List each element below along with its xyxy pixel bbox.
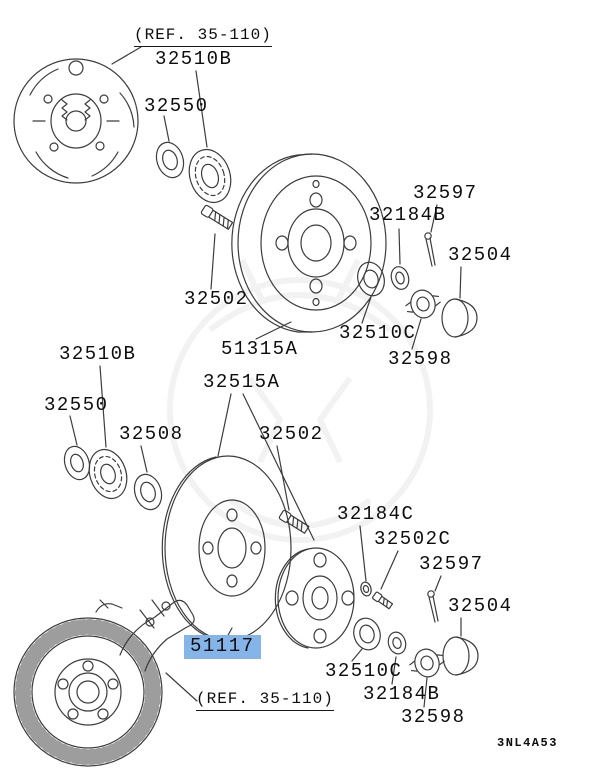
bolt-32502-rear [200, 204, 234, 230]
washer-32184c-front [360, 581, 372, 597]
ref-note-rear[interactable]: (REF. 35-110) [134, 27, 272, 47]
part-label-32515a[interactable]: 32515A [203, 371, 281, 393]
part-label-32508[interactable]: 32508 [119, 423, 184, 445]
part-label-32184c[interactable]: 32184C [337, 503, 415, 525]
backing-plate-drawing [13, 58, 139, 184]
seal-32508-front [133, 473, 163, 511]
brake-drum-51315a [231, 153, 387, 333]
part-label-32598-front[interactable]: 32598 [401, 706, 466, 728]
part-label-32502-front[interactable]: 32502 [259, 423, 324, 445]
leader-lines [69, 46, 462, 708]
part-label-32550-front[interactable]: 32550 [44, 394, 109, 416]
part-label-32510c-rear[interactable]: 32510C [339, 322, 417, 344]
front-knuckle-disc-drawing [13, 599, 195, 767]
part-label-32550-rear[interactable]: 32550 [144, 95, 209, 117]
part-label-32510b-rear[interactable]: 32510B [155, 48, 233, 70]
washer-32184b-front [387, 631, 407, 655]
seal-32550-front [63, 445, 91, 481]
diagram-code: 3NL4A53 [497, 736, 558, 750]
part-label-32597-front[interactable]: 32597 [419, 553, 484, 575]
bearing-32510b-front [88, 448, 128, 500]
washer-32184b-rear [390, 266, 410, 290]
part-label-32504-rear[interactable]: 32504 [448, 244, 513, 266]
part-label-32502c[interactable]: 32502C [374, 528, 452, 550]
cotter-pin-32597-front [427, 590, 439, 623]
part-label-32510c-front[interactable]: 32510C [325, 660, 403, 682]
bolt-32502c-front [372, 591, 394, 610]
brake-rotor-51117 [161, 455, 292, 641]
cotter-pin-32597-rear [424, 232, 436, 267]
castle-nut-32598-rear [405, 289, 441, 319]
bolt-32502-front [278, 509, 310, 534]
grease-cap-32504-front [442, 636, 479, 676]
castle-nut-32598-front [409, 648, 445, 678]
grease-cap-32504-rear [441, 298, 478, 338]
part-label-51117[interactable]: 51117 [184, 635, 261, 659]
part-label-32598-rear[interactable]: 32598 [388, 348, 453, 370]
ref-note-front[interactable]: (REF. 35-110) [196, 691, 334, 711]
bearing-32510c-rear [357, 261, 385, 297]
seal-32550-rear [155, 141, 185, 179]
part-label-51315a[interactable]: 51315A [221, 338, 299, 360]
bearing-32510b-rear [188, 148, 232, 204]
hub-assembly-front [274, 547, 355, 649]
part-label-32504-front[interactable]: 32504 [448, 595, 513, 617]
bearing-32510c-front [353, 617, 381, 651]
part-label-32510b-front[interactable]: 32510B [59, 343, 137, 365]
part-label-32597-rear[interactable]: 32597 [413, 182, 478, 204]
part-label-32184b-rear[interactable]: 32184B [369, 204, 447, 226]
part-label-32502-rear[interactable]: 32502 [184, 288, 249, 310]
part-label-32184b-front[interactable]: 32184B [363, 683, 441, 705]
watermark-logo [167, 258, 433, 543]
